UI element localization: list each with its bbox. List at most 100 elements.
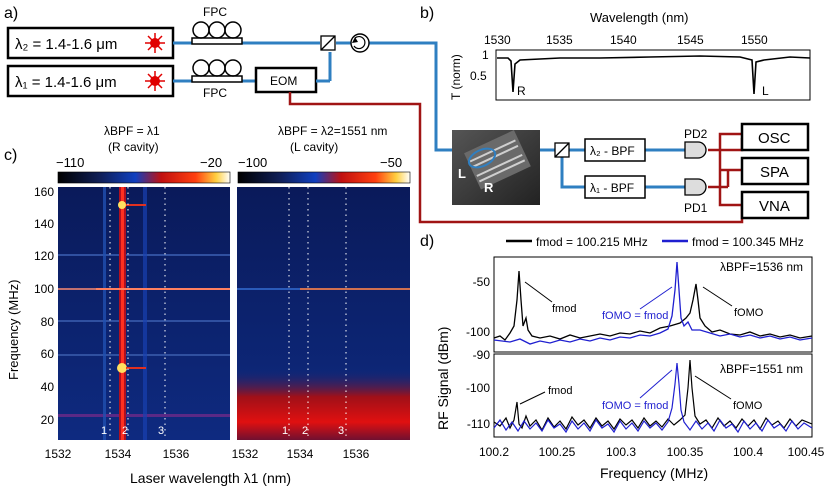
svg-text:2: 2 [302, 425, 308, 437]
c-left-map [58, 187, 230, 440]
pd2-label: PD2 [684, 127, 708, 141]
svg-text:1545: 1545 [677, 33, 704, 47]
circulator-icon [350, 33, 370, 53]
d-legend-black: fmod = 100.215 MHz [536, 235, 648, 249]
fpc-bottom-label: FPC [203, 86, 227, 100]
svg-text:3: 3 [338, 425, 344, 437]
c-left-title-bottom: (R cavity) [108, 140, 159, 154]
c-left-colorbar [57, 171, 231, 184]
d-bottom-arrow-fomo [694, 375, 732, 400]
c-left-cbar-min: −110 [56, 155, 84, 170]
svg-text:100.35: 100.35 [667, 445, 704, 459]
splitter-icon [554, 142, 570, 158]
vna-box [740, 190, 810, 220]
svg-text:80: 80 [41, 315, 55, 329]
bpf1-label: λ₁ - BPF [590, 181, 634, 195]
svg-text:20: 20 [41, 413, 55, 427]
svg-text:100.45: 100.45 [788, 445, 825, 459]
fpc-top-label: FPC [203, 5, 227, 19]
bpf2-label: λ₂ - BPF [590, 144, 635, 158]
panel-b-mark-L: L [762, 84, 769, 98]
d-top-yticks: -50 -100 [466, 275, 490, 339]
bpf1-box [584, 175, 646, 199]
panel-b-mark-R: R [517, 84, 526, 98]
c-right-map [237, 187, 410, 440]
svg-text:1534: 1534 [287, 447, 314, 461]
d-bottom-arrow-fmod [519, 391, 546, 405]
d-xticks: 100.2 100.25 100.3 100.35 100.4 100.45 [479, 445, 825, 459]
svg-text:40: 40 [41, 380, 55, 394]
c-yticks: 160 140 120 100 80 60 40 20 [34, 185, 54, 427]
c-left-title-top: λBPF = λ1 [104, 124, 160, 138]
laser1-star-icon [145, 71, 165, 91]
c-right-cbar-max: −50 [380, 155, 402, 170]
sem-image [452, 130, 540, 205]
c-xticks-left: 1532 1534 1536 [45, 447, 190, 461]
panel-b-yticks: 1 0.5 [470, 48, 489, 83]
d-top-ann-fomo: fOMO [734, 307, 764, 319]
c-xlabel: Laser wavelength λ1 (nm) [130, 470, 291, 486]
pd1-label: PD1 [684, 201, 708, 215]
d-top-arrow-fmod [524, 281, 553, 303]
d-bottom-ann-fmod: fmod [548, 385, 572, 397]
vna-label: VNA [759, 198, 790, 215]
panel-label-c: c) [4, 147, 17, 164]
d-ylabel: RF Signal (dBm) [435, 327, 451, 430]
d-top-ann-eq: fOMO = fmod [602, 310, 668, 322]
svg-text:1530: 1530 [484, 33, 511, 47]
svg-text:-110: -110 [467, 417, 490, 431]
d-legend-blue: fmod = 100.345 MHz [692, 235, 804, 249]
c-right-title-top: λBPF = λ2=1551 nm [278, 124, 387, 138]
sem-L-label: L [458, 166, 466, 181]
svg-text:1536: 1536 [343, 447, 370, 461]
spa-box [740, 156, 810, 186]
laser1-label: λ₁ = 1.4-1.6 μm [15, 74, 117, 91]
panel-label-d: d) [420, 233, 434, 250]
c-right-title-bottom: (L cavity) [290, 140, 338, 154]
svg-text:1535: 1535 [546, 33, 573, 47]
d-top-blue-trace [493, 261, 813, 345]
d-xlabel: Frequency (MHz) [600, 465, 708, 481]
panel-b-top-ticks: 1530 1535 1540 1545 1550 [484, 33, 768, 47]
d-bottom-yticks: -90 -100 -110 [466, 348, 490, 431]
svg-text:140: 140 [34, 217, 54, 231]
pd1-icon [684, 178, 707, 196]
svg-text:100.25: 100.25 [539, 445, 576, 459]
eom-label: EOM [270, 74, 297, 88]
svg-text:-90: -90 [473, 348, 491, 362]
svg-text:1540: 1540 [610, 33, 637, 47]
laser2-star-icon [145, 33, 165, 53]
c-markers-left: 1 2 3 [101, 425, 164, 437]
panel-label-b: b) [420, 5, 434, 22]
svg-text:100: 100 [34, 282, 54, 296]
svg-text:1550: 1550 [741, 33, 768, 47]
spa-label: SPA [760, 164, 789, 181]
c-dotted-guides [109, 187, 347, 440]
d-top-arrow-fomo [702, 286, 733, 307]
panel-label-a: a) [4, 5, 18, 22]
svg-text:1532: 1532 [45, 447, 72, 461]
d-bottom-ann-eq: fOMO = fmod [602, 400, 668, 412]
d-bottom-ann-fomo: fOMO [733, 400, 763, 412]
osc-box [740, 122, 810, 152]
coupler-icon [320, 35, 336, 51]
svg-text:1: 1 [482, 48, 489, 62]
d-bottom-arrow-eq [639, 369, 673, 399]
svg-text:1: 1 [282, 425, 288, 437]
svg-text:100.3: 100.3 [606, 445, 636, 459]
panel-b-transmission-curve [497, 55, 811, 95]
fpc-bottom-icon [191, 59, 243, 83]
svg-text:1536: 1536 [163, 447, 190, 461]
c-ylabel: Frequency (MHz) [6, 280, 21, 380]
d-top-label: λBPF=1536 nm [720, 260, 803, 274]
panel-b-title: Wavelength (nm) [590, 10, 689, 25]
svg-text:0.5: 0.5 [470, 69, 487, 83]
svg-text:100.2: 100.2 [479, 445, 509, 459]
svg-text:-100: -100 [466, 325, 490, 339]
svg-text:160: 160 [34, 185, 54, 199]
d-bottom-black-trace [493, 359, 813, 432]
d-top-black-trace [493, 270, 813, 341]
c-right-colorbar [237, 171, 411, 184]
svg-text:100.4: 100.4 [733, 445, 763, 459]
